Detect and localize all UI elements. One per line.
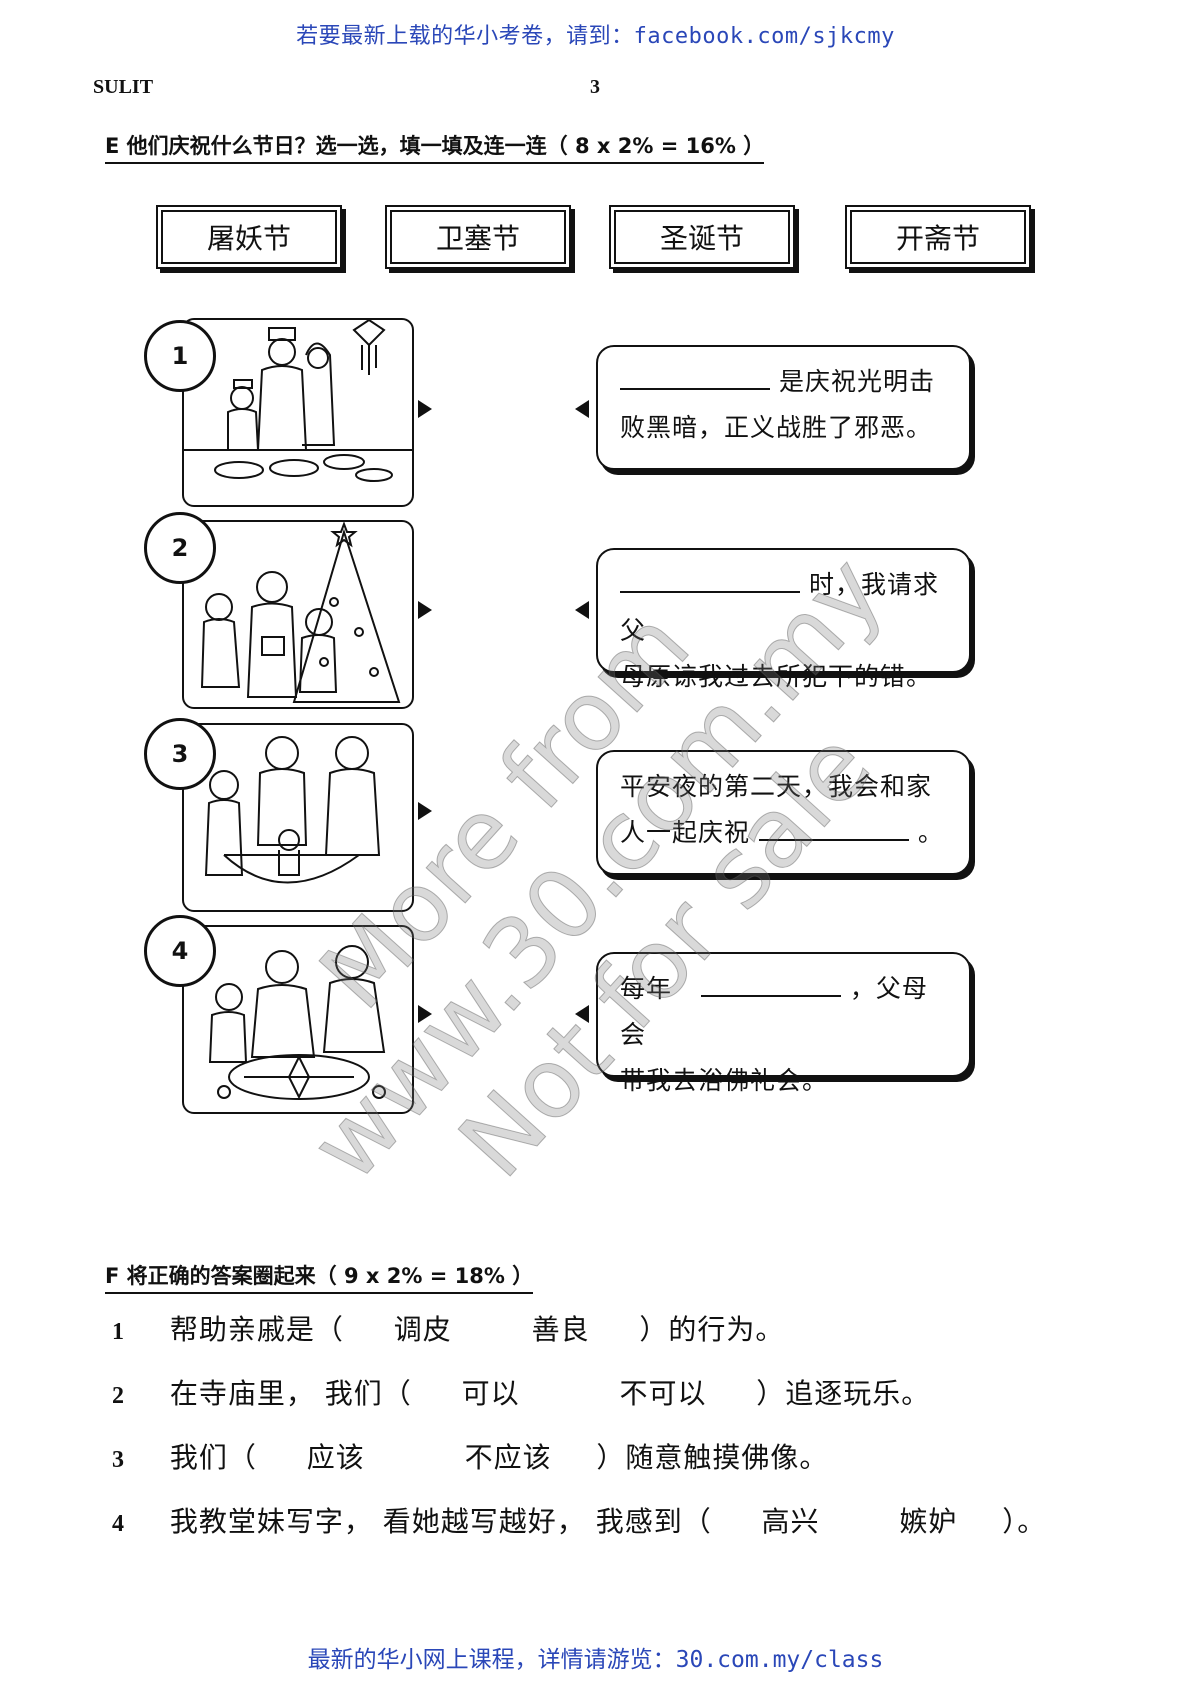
- answer-option-1[interactable]: 应该: [306, 1441, 365, 1474]
- option-label: 开斋节: [850, 210, 1026, 264]
- picture-panel-deepavali: [182, 925, 414, 1114]
- statement-line: 败黑暗，正义战胜了邪恶。: [620, 413, 933, 442]
- picture-panel-hari-raya: [182, 318, 414, 507]
- option-box-wesak: 卫塞节: [385, 205, 571, 269]
- answer-blank[interactable]: [758, 815, 909, 841]
- connector-dot-right[interactable]: [418, 601, 432, 619]
- statement-line: 时，我请求父: [620, 562, 951, 654]
- question-3: 3 我们（ 应该 不应该 ）随意触摸佛像。: [112, 1436, 828, 1476]
- answer-option-2[interactable]: 嫉妒: [899, 1505, 958, 1538]
- question-number: 4: [112, 1511, 125, 1537]
- answer-option-1[interactable]: 可以: [461, 1377, 520, 1410]
- sulit-label: SULIT: [93, 76, 154, 98]
- question-text: 帮助亲戚是（: [169, 1313, 344, 1346]
- statement-text: 。: [917, 818, 944, 847]
- statement-box-1: 是庆祝光明击 败黑暗，正义战胜了邪恶。: [596, 345, 971, 470]
- statement-line: 每年 ，父母会: [620, 966, 951, 1058]
- statement-text: 是庆祝光明击: [778, 367, 935, 396]
- option-label: 屠妖节: [161, 210, 337, 264]
- option-label: 圣诞节: [614, 210, 790, 264]
- statement-line: 平安夜的第二天，我会和家: [620, 772, 933, 801]
- question-text: ）的行为。: [639, 1313, 785, 1346]
- question-text: ）。: [1002, 1505, 1047, 1538]
- statement-text: 时，我请求父: [620, 570, 939, 645]
- section-f-title: F 将正确的答案圈起来（ 9 x 2% = 18% ）: [105, 1260, 534, 1294]
- panel-number-circle: 2: [144, 512, 216, 584]
- question-text: 在寺庙里， 我们（: [169, 1377, 412, 1410]
- statement-box-3: 平安夜的第二天，我会和家 人一起庆祝 。: [596, 750, 971, 875]
- answer-blank[interactable]: [700, 971, 841, 997]
- statement-text: ，父母会: [620, 974, 928, 1049]
- family-wesak-illustration: [204, 736, 381, 884]
- option-box-deepavali: 屠妖节: [156, 205, 342, 269]
- question-text: 我教堂妹写字， 看她越写越好， 我感到（: [169, 1505, 712, 1538]
- section-e-title: E 他们庆祝什么节日？选一选，填一填及连一连（ 8 x 2% = 16% ）: [105, 130, 765, 164]
- answer-blank[interactable]: [620, 567, 800, 593]
- statement-box-2: 时，我请求父 母原谅我过去所犯下的错。: [596, 548, 971, 691]
- answer-option-1[interactable]: 调皮: [393, 1313, 452, 1346]
- answer-option-2[interactable]: 不可以: [619, 1377, 707, 1410]
- family-deepavali-illustration: [208, 945, 386, 1100]
- family-christmas-illustration: [200, 522, 401, 703]
- question-2: 2 在寺庙里， 我们（ 可以 不可以 ）追逐玩乐。: [112, 1372, 930, 1412]
- panel-number-circle: 1: [144, 320, 216, 392]
- family-hari-raya-illustration: [184, 320, 412, 482]
- option-box-christmas: 圣诞节: [609, 205, 795, 269]
- statement-text: 每年: [620, 974, 673, 1003]
- connector-dot-right[interactable]: [418, 1005, 432, 1023]
- connector-dot-left[interactable]: [575, 1005, 589, 1023]
- picture-panel-wesak: [182, 723, 414, 912]
- question-text: ）随意触摸佛像。: [596, 1441, 829, 1474]
- question-number: 1: [112, 1319, 125, 1345]
- top-banner-link[interactable]: 若要最新上载的华小考卷，请到：facebook.com/sjkcmy: [296, 24, 895, 49]
- question-1: 1 帮助亲戚是（ 调皮 善良 ）的行为。: [112, 1308, 784, 1348]
- connector-dot-left[interactable]: [575, 400, 589, 418]
- statement-text: 人一起庆祝: [620, 818, 751, 847]
- question-number: 2: [112, 1383, 125, 1409]
- panel-number-circle: 4: [144, 915, 216, 987]
- option-box-hari-raya: 开斋节: [845, 205, 1031, 269]
- connector-dot-right[interactable]: [418, 400, 432, 418]
- statement-line: 母原谅我过去所犯下的错。: [620, 662, 933, 691]
- answer-blank[interactable]: [620, 364, 770, 390]
- connector-dot-left[interactable]: [575, 601, 589, 619]
- question-text: 我们（: [169, 1441, 257, 1474]
- panel-number-circle: 3: [144, 718, 216, 790]
- question-4: 4 我教堂妹写字， 看她越写越好， 我感到（ 高兴 嫉妒 ）。: [112, 1500, 1046, 1540]
- picture-panel-christmas: [182, 520, 414, 709]
- footer-banner-link[interactable]: 最新的华小网上课程，详情请游览：30.com.my/class: [307, 1647, 884, 1673]
- statement-line: 人一起庆祝 。: [620, 810, 951, 856]
- connector-dot-right[interactable]: [418, 802, 432, 820]
- answer-option-1[interactable]: 高兴: [761, 1505, 820, 1538]
- option-label: 卫塞节: [390, 210, 566, 264]
- question-number: 3: [112, 1447, 125, 1473]
- statement-box-4: 每年 ，父母会 带我去浴佛礼会。: [596, 952, 971, 1095]
- statement-line: 是庆祝光明击: [620, 359, 951, 405]
- answer-option-2[interactable]: 不应该: [464, 1441, 552, 1474]
- answer-option-2[interactable]: 善良: [531, 1313, 590, 1346]
- page-number: 3: [590, 76, 600, 98]
- statement-line: 带我去浴佛礼会。: [620, 1066, 829, 1095]
- question-text: ）追逐玩乐。: [756, 1377, 931, 1410]
